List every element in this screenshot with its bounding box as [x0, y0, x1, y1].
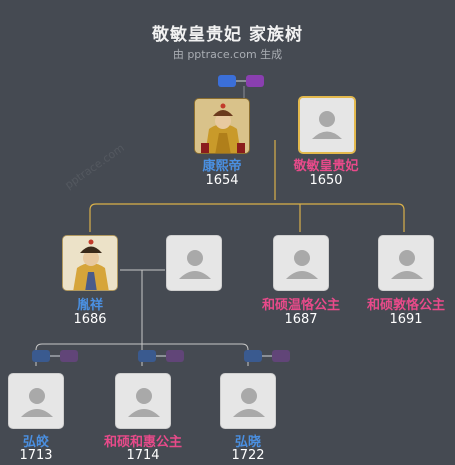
person-year: 1650 — [309, 173, 343, 188]
female-toggle-pill[interactable] — [272, 349, 290, 362]
portrait-jingmin[interactable] — [298, 96, 356, 154]
person-name: 和硕和惠公主 — [103, 435, 182, 450]
person-placeholder-icon — [21, 388, 53, 417]
portrait-dunke[interactable] — [378, 235, 434, 291]
person-year: 1714 — [126, 448, 160, 463]
person-placeholder-icon — [128, 388, 160, 417]
female-toggle-pill[interactable] — [60, 349, 78, 362]
toggle-connector — [156, 354, 166, 357]
male-toggle-pill[interactable] — [218, 74, 236, 87]
female-toggle-pill[interactable] — [166, 349, 184, 362]
person-name: 和硕温恪公主 — [261, 298, 340, 313]
emperor-portrait-icon — [195, 99, 249, 153]
portrait-kangxi[interactable] — [194, 98, 250, 154]
toggle-connector — [50, 354, 60, 357]
male-toggle-pill[interactable] — [32, 349, 50, 362]
person-year: 1654 — [205, 173, 239, 188]
person-placeholder-icon — [286, 250, 318, 279]
person-year: 1687 — [284, 312, 318, 327]
portrait-spouse-unknown[interactable] — [166, 235, 222, 291]
female-toggle-pill[interactable] — [246, 74, 264, 87]
portrait-hongxiao[interactable] — [220, 373, 276, 429]
person-name: 和硕敦恪公主 — [366, 298, 445, 313]
parents-to-children-link — [89, 140, 405, 232]
person-name: 弘晓 — [234, 435, 261, 450]
portrait-hongjiao[interactable] — [8, 373, 64, 429]
person-year: 1691 — [389, 312, 423, 327]
portrait-wenke[interactable] — [273, 235, 329, 291]
portrait-hehui[interactable] — [115, 373, 171, 429]
family-toggle-hongxiao[interactable] — [244, 349, 290, 362]
toggle-connector — [236, 79, 246, 82]
family-toggle-hongjiao[interactable] — [32, 349, 78, 362]
page-title: 敬敏皇贵妃 家族树 — [152, 25, 303, 45]
prince-portrait-icon — [63, 236, 117, 290]
person-placeholder-icon — [233, 388, 265, 417]
person-name: 胤祥 — [76, 298, 103, 313]
person-year: 1722 — [231, 448, 265, 463]
person-placeholder-icon — [300, 98, 354, 152]
portrait-yinxiang[interactable] — [62, 235, 118, 291]
family-toggle-hehui[interactable] — [138, 349, 184, 362]
person-year: 1713 — [19, 448, 53, 463]
person-placeholder-icon — [391, 250, 423, 279]
person-year: 1686 — [73, 312, 107, 327]
person-placeholder-icon — [179, 250, 211, 279]
person-name: 敬敏皇贵妃 — [293, 159, 359, 174]
male-toggle-pill[interactable] — [138, 349, 156, 362]
toggle-connector — [262, 354, 272, 357]
male-toggle-pill[interactable] — [244, 349, 262, 362]
person-name: 康熙帝 — [202, 159, 242, 174]
family-toggle-top[interactable] — [218, 74, 264, 87]
person-name: 弘皎 — [22, 435, 49, 450]
page-subtitle: 由 pptrace.com 生成 — [172, 48, 283, 61]
